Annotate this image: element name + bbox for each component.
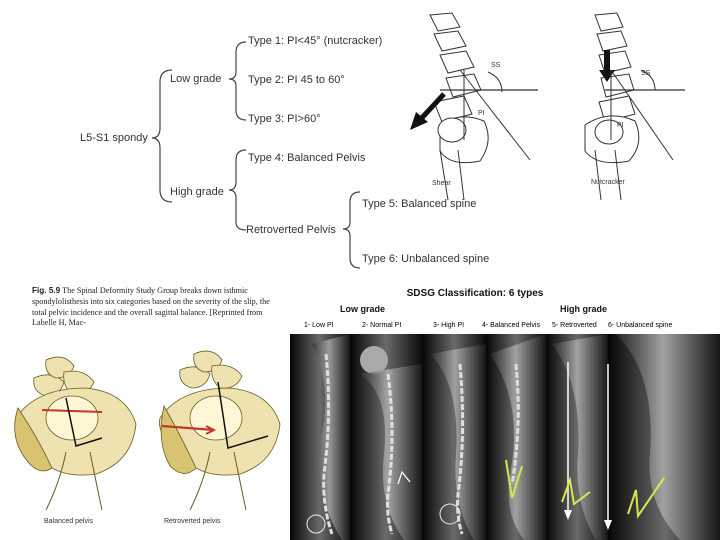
xray-low-grade-label: Low grade (340, 304, 386, 314)
type1-label: Type 1: PI<45° (nutcracker) (248, 35, 383, 47)
shear-illustration (410, 12, 538, 200)
figure-caption-label: Fig. 5.9 (32, 286, 61, 295)
retroverted-pelvis-illustration (159, 350, 281, 511)
figure-caption: Fig. 5.9 The Spinal Deformity Study Grou… (32, 286, 280, 329)
retroverted-pelvis-caption: Retroverted pelvis (164, 518, 221, 525)
xray-column-headers: 1- Low PI 2- Normal PI 3- High PI 4- Bal… (290, 322, 720, 334)
classification-tree-brackets (151, 41, 361, 269)
xray-col-1: 1- Low PI (304, 322, 334, 329)
xray-image-1 (290, 334, 350, 540)
xray-image-6 (604, 334, 720, 540)
pi-label-left: PI (478, 110, 485, 117)
low-grade-label: Low grade (170, 73, 222, 85)
xray-image-2 (350, 334, 422, 540)
xray-col-4: 4- Balanced Pelvis (482, 322, 540, 329)
xray-image-3 (422, 334, 486, 540)
pi-label-right: PI (617, 122, 624, 129)
balanced-pelvis-illustration (14, 356, 137, 511)
retroverted-label: Retroverted Pelvis (246, 224, 336, 236)
root-label: L5-S1 spondy (80, 132, 148, 144)
type6-label: Type 6: Unbalanced spine (362, 253, 490, 265)
nutcracker-caption: Nutcracker (591, 179, 625, 186)
xray-col-2: 2- Normal PI (362, 322, 402, 329)
figure-caption-text: The Spinal Deformity Study Group breaks … (32, 286, 270, 328)
xray-image-4 (486, 334, 546, 540)
type2-label: Type 2: PI 45 to 60° (248, 74, 345, 86)
type4-label: Type 4: Balanced Pelvis (248, 152, 366, 164)
ss-label-left: SS (491, 62, 501, 69)
xray-col-3: 3- High PI (433, 322, 465, 329)
xray-strip (290, 334, 720, 540)
balanced-pelvis-caption: Balanced pelvis (44, 518, 94, 525)
ss-label-right: SS (641, 70, 651, 77)
xray-col-5: 5- Retroverted (552, 322, 597, 329)
shear-caption: Shear (432, 180, 451, 187)
xray-high-grade-label: High grade (560, 304, 608, 314)
xray-col-6: 6- Unbalanced spine (608, 322, 673, 329)
xray-image-5 (546, 334, 608, 540)
nutcracker-illustration (584, 12, 685, 200)
type3-label: Type 3: PI>60° (248, 113, 321, 125)
high-grade-label: High grade (170, 186, 224, 198)
type5-label: Type 5: Balanced spine (362, 198, 477, 210)
xray-panel-title: SDSG Classification: 6 types (406, 288, 544, 299)
